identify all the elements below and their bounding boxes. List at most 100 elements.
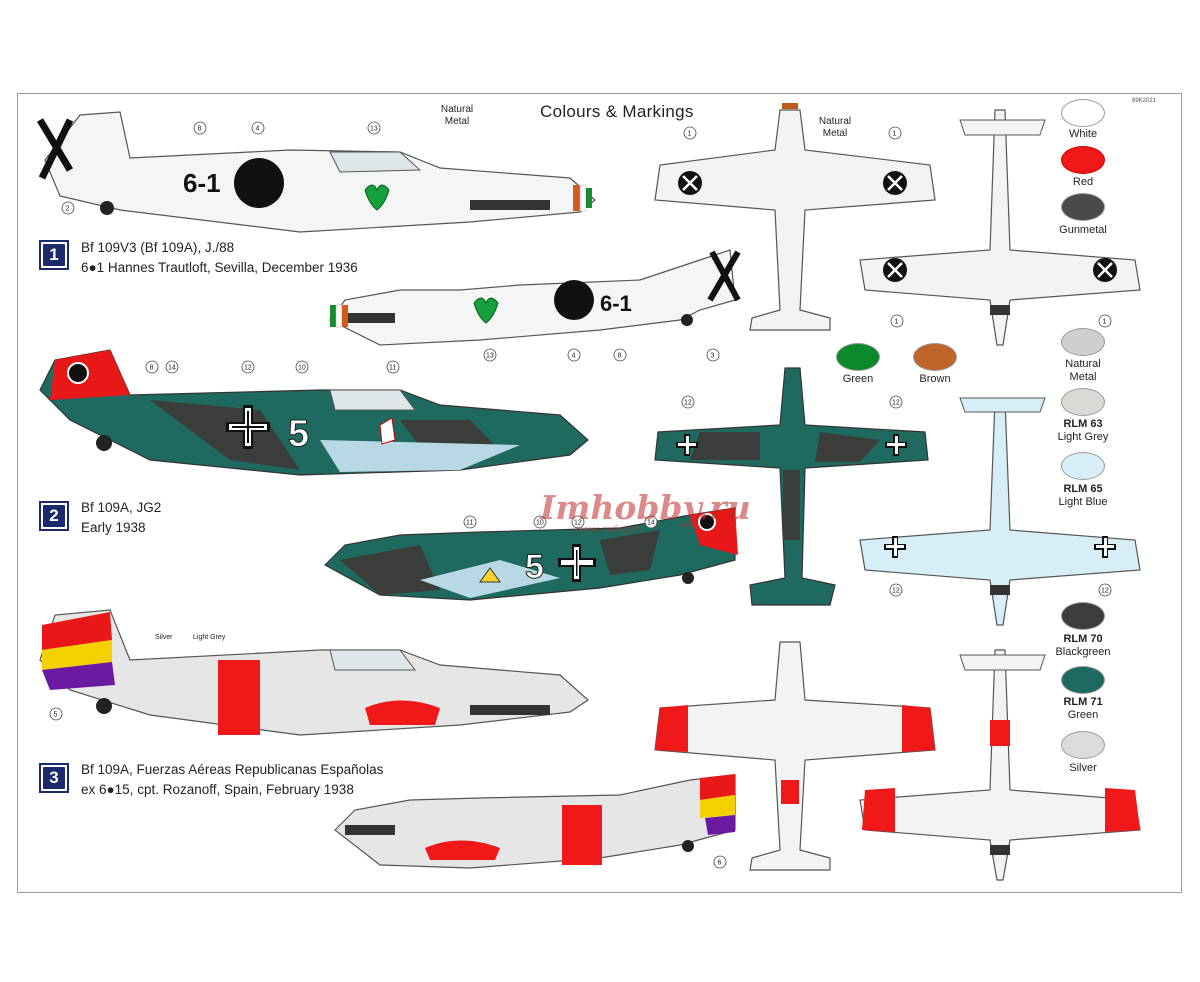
callout-1-b: 1 <box>888 126 902 140</box>
scheme3-number-badge: 3 <box>39 763 69 793</box>
swatch-silver <box>1061 731 1105 759</box>
callout-1-d: 1 <box>1098 314 1112 328</box>
swatch-green-label: Green <box>842 373 874 385</box>
scheme3-top-view <box>654 641 936 871</box>
swatch-rlm65 <box>1061 452 1105 480</box>
natural-metal-top-label: Natural Metal <box>818 116 852 139</box>
svg-text:12: 12 <box>244 365 252 372</box>
scheme3-side-left <box>334 774 736 869</box>
swatch-green <box>836 343 880 371</box>
svg-text:4: 4 <box>256 126 260 133</box>
callout-6: 6 <box>713 855 727 869</box>
callout-13-b: 12 <box>681 395 695 409</box>
svg-text:5: 5 <box>54 712 58 719</box>
scheme1-caption-line1: Bf 109V3 (Bf 109A), J./88 <box>81 240 235 255</box>
svg-text:1: 1 <box>1103 319 1107 326</box>
svg-text:10: 10 <box>298 365 306 372</box>
scheme1-bottom-view <box>859 109 1141 346</box>
svg-text:4: 4 <box>572 353 576 360</box>
swatch-rlm71 <box>1061 666 1105 694</box>
scheme2-code-left: 5 <box>525 548 544 586</box>
natural-metal-side-label: Natural Metal <box>440 104 474 127</box>
page-title: Colours & Markings <box>540 102 694 121</box>
callout-11-b: 11 <box>463 515 477 529</box>
scheme2-side-right: 5 <box>39 349 589 476</box>
scheme2-number-badge: 2 <box>39 501 69 531</box>
callout-13-e: 12 <box>889 583 903 597</box>
scheme1-code-left: 6-1 <box>600 291 632 316</box>
svg-text:12: 12 <box>684 400 692 407</box>
svg-text:1: 1 <box>688 131 692 138</box>
svg-text:8: 8 <box>150 365 154 372</box>
callout-10-b: 10 <box>533 515 547 529</box>
callout-9-b: 8 <box>613 348 627 362</box>
callout-4-b: 4 <box>567 348 581 362</box>
svg-text:12: 12 <box>892 588 900 595</box>
watermark-logo: Imhobby.ru <box>540 488 751 527</box>
svg-text:14: 14 <box>647 520 655 527</box>
svg-text:8: 8 <box>618 353 622 360</box>
callout-8: 8 <box>145 360 159 374</box>
swatch-gunmetal-label: Gunmetal <box>1059 224 1107 236</box>
scheme3-caption-line1: Bf 109A, Fuerzas Aéreas Republicanas Esp… <box>81 762 384 777</box>
watermark-subtitle: время выбирать <box>574 524 643 534</box>
light-grey-callout: Light Grey <box>193 634 226 641</box>
scheme2-caption-line2: Early 1938 <box>81 520 146 535</box>
callout-12-a: 13 <box>367 121 381 135</box>
callout-12-b: 13 <box>483 348 497 362</box>
scheme3-side-right <box>39 609 589 736</box>
svg-text:12: 12 <box>892 400 900 407</box>
swatch-silver-label: Silver <box>1069 762 1097 774</box>
callout-3-a: 3 <box>706 348 720 362</box>
swatch-natural-metal-label: Natural Metal <box>1065 358 1101 383</box>
scheme2-top-view <box>654 367 929 606</box>
callout-5: 5 <box>49 707 63 721</box>
svg-text:3: 3 <box>711 353 715 360</box>
callout-14-b: 14 <box>644 515 658 529</box>
swatch-gunmetal <box>1061 193 1105 221</box>
callout-circles: 8 4 13 2 13 4 8 3 1 1 1 1 8 14 12 10 11 … <box>49 121 1112 869</box>
callout-1-a: 1 <box>683 126 697 140</box>
callout-1-c: 1 <box>890 314 904 328</box>
scheme1-number-badge: 1 <box>39 240 69 270</box>
product-code: 89K2021 <box>1132 98 1157 104</box>
svg-text:13: 13 <box>370 126 378 133</box>
swatch-brown-label: Brown <box>919 373 951 385</box>
scheme1-side-right: 6-1 <box>36 111 596 233</box>
svg-text:11: 11 <box>466 520 473 527</box>
swatch-red <box>1061 146 1105 174</box>
svg-text:1: 1 <box>895 319 899 326</box>
scheme2-side-left: 5 <box>324 507 738 601</box>
silver-callout: Silver <box>155 634 173 641</box>
swatch-brown <box>913 343 957 371</box>
scheme1-top-view <box>654 103 936 331</box>
callout-13-a: 12 <box>241 360 255 374</box>
scheme1-side-left: 6-1 <box>329 249 741 346</box>
callout-13-c: 12 <box>889 395 903 409</box>
scheme1-caption-line2: 6●1 Hannes Trautloft, Sevilla, December … <box>81 260 358 275</box>
swatch-white-label: White <box>1068 128 1098 140</box>
svg-text:10: 10 <box>536 520 544 527</box>
svg-text:2: 2 <box>66 206 70 213</box>
callout-2-a: 2 <box>61 201 75 215</box>
callout-14-a: 14 <box>165 360 179 374</box>
callout-9-a: 8 <box>193 121 207 135</box>
scheme3-bottom-view <box>859 649 1141 881</box>
svg-text:1: 1 <box>893 131 897 138</box>
swatch-natural-metal <box>1061 328 1105 356</box>
callout-13-f: 12 <box>1098 583 1112 597</box>
scheme3-caption-line2: ex 6●15, cpt. Rozanoff, Spain, February … <box>81 782 354 797</box>
svg-text:6: 6 <box>718 860 722 867</box>
callout-11-a: 11 <box>386 360 400 374</box>
svg-text:13: 13 <box>486 353 494 360</box>
scheme2-code-right: 5 <box>288 413 309 455</box>
scheme2-bottom-view <box>859 397 1141 626</box>
svg-text:8: 8 <box>198 126 202 133</box>
callout-13-d: 12 <box>571 515 585 529</box>
